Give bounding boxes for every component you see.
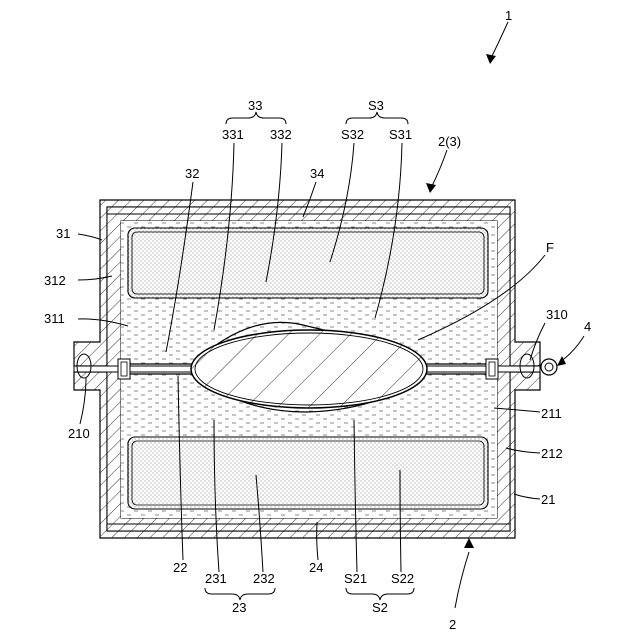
label-2: 2 [449, 617, 456, 632]
label-22: 22 [173, 560, 187, 575]
label-311: 311 [44, 311, 65, 326]
label-211: 211 [541, 406, 562, 421]
label-S21: S21 [344, 571, 367, 586]
label-24: 24 [309, 560, 323, 575]
label-F: F [546, 240, 554, 255]
label-32: 32 [185, 166, 199, 181]
label-S2: S2 [372, 600, 388, 615]
label-S32: S32 [341, 127, 364, 142]
label-210: 210 [68, 426, 90, 441]
brace-S3 [346, 112, 408, 124]
label-4: 4 [584, 319, 591, 334]
upper-bag-33 [128, 228, 488, 298]
brace-33 [226, 112, 286, 124]
label-S3: S3 [368, 98, 384, 113]
label-S31: S31 [389, 127, 412, 142]
label-331: 331 [222, 127, 244, 142]
label-2-3: 2(3) [438, 134, 461, 149]
label-310: 310 [546, 307, 568, 322]
label-212: 212 [541, 446, 563, 461]
brace-S2 [346, 588, 414, 600]
label-232: 232 [253, 571, 275, 586]
label-23: 23 [232, 600, 246, 615]
valve-4 [541, 359, 557, 375]
label-31: 31 [56, 226, 70, 241]
label-312: 312 [44, 273, 66, 288]
lower-bag-23 [128, 437, 488, 509]
label-S22: S22 [391, 571, 414, 586]
label-332: 332 [270, 127, 292, 142]
object-F [191, 330, 427, 408]
label-1: 1 [505, 8, 512, 23]
brace-23 [205, 588, 275, 600]
label-21: 21 [541, 492, 555, 507]
label-231: 231 [205, 571, 227, 586]
label-34: 34 [310, 166, 324, 181]
label-33: 33 [248, 98, 262, 113]
